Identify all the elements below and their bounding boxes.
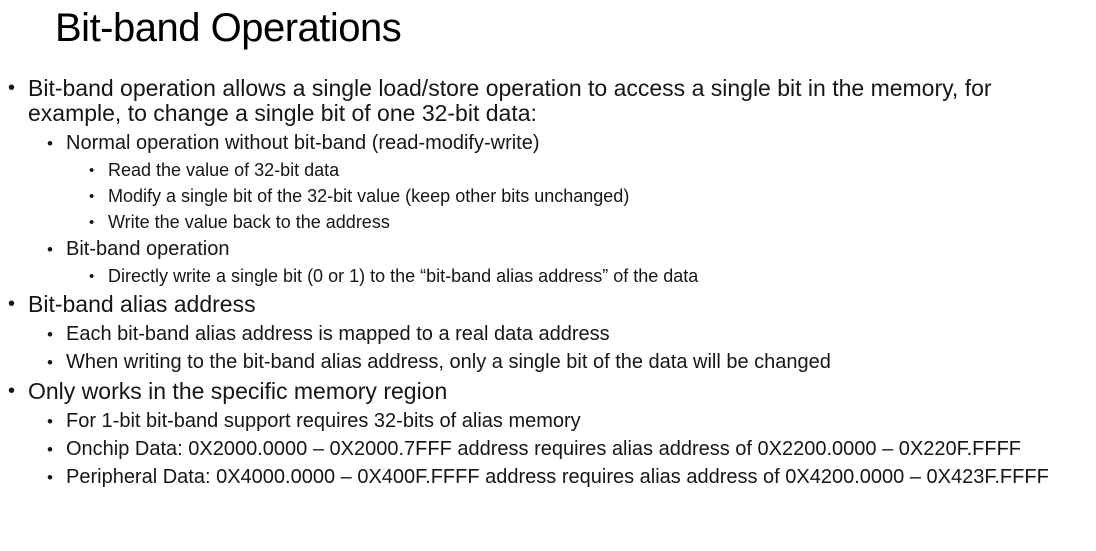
bullet-text: Onchip Data: 0X2000.0000 – 0X2000.7FFF a… (66, 438, 1022, 460)
bullet-text: Bit-band operation (66, 238, 230, 260)
bullet-item: • Onchip Data: 0X2000.0000 – 0X2000.7FFF … (0, 438, 1082, 461)
bullet-marker-icon: • (89, 162, 95, 179)
bullet-item: • Only works in the specific memory regio… (0, 379, 1082, 404)
bullet-text: Normal operation without bit-band (read-… (66, 132, 540, 154)
bullet-item: • Bit-band operation (0, 238, 1082, 261)
bullet-marker-icon: • (47, 325, 53, 344)
bullet-item: • Each bit-band alias address is mapped t… (0, 323, 1082, 346)
bullet-item: • Write the value back to the address (0, 212, 1082, 233)
bullet-item: • Read the value of 32-bit data (0, 160, 1082, 181)
bullet-text: Modify a single bit of the 32-bit value … (108, 186, 630, 206)
bullet-text: Bit-band operation allows a single load/… (28, 75, 992, 126)
bullet-item: • When writing to the bit-band alias addr… (0, 351, 1082, 374)
bullet-item: • Normal operation without bit-band (read… (0, 132, 1082, 155)
bullet-marker-icon: • (47, 240, 53, 259)
bullet-list: • Bit-band operation allows a single load… (0, 76, 1082, 489)
bullet-text: Peripheral Data: 0X4000.0000 – 0X400F.FF… (66, 466, 1049, 488)
bullet-marker-icon: • (89, 214, 95, 231)
bullet-text: Read the value of 32-bit data (108, 160, 340, 180)
bullet-item: • Bit-band operation allows a single load… (0, 76, 1082, 126)
bullet-marker-icon: • (47, 468, 53, 487)
bullet-marker-icon: • (47, 353, 53, 372)
bullet-item: • Directly write a single bit (0 or 1) to… (0, 266, 1082, 287)
bullet-marker-icon: • (8, 380, 16, 402)
bullet-text: For 1-bit bit-band support requires 32-b… (66, 410, 581, 432)
bullet-text: Bit-band alias address (28, 291, 256, 317)
bullet-text: Directly write a single bit (0 or 1) to … (108, 266, 699, 286)
bullet-text: Each bit-band alias address is mapped to… (66, 323, 610, 345)
bullet-item: • For 1-bit bit-band support requires 32-… (0, 410, 1082, 433)
bullet-text: When writing to the bit-band alias addre… (66, 351, 831, 373)
bullet-marker-icon: • (47, 412, 53, 431)
bullet-marker-icon: • (47, 440, 53, 459)
bullet-marker-icon: • (89, 268, 95, 285)
bullet-marker-icon: • (8, 77, 16, 99)
bullet-item: • Bit-band alias address (0, 292, 1082, 317)
bullet-marker-icon: • (47, 134, 53, 153)
bullet-text: Only works in the specific memory region (28, 378, 448, 404)
bullet-marker-icon: • (89, 188, 95, 205)
bullet-text: Write the value back to the address (108, 212, 390, 232)
bullet-item: • Peripheral Data: 0X4000.0000 – 0X400F.F… (0, 466, 1082, 489)
bullet-item: • Modify a single bit of the 32-bit value… (0, 186, 1082, 207)
bullet-marker-icon: • (8, 293, 16, 315)
slide-title: Bit-band Operations (55, 6, 402, 50)
